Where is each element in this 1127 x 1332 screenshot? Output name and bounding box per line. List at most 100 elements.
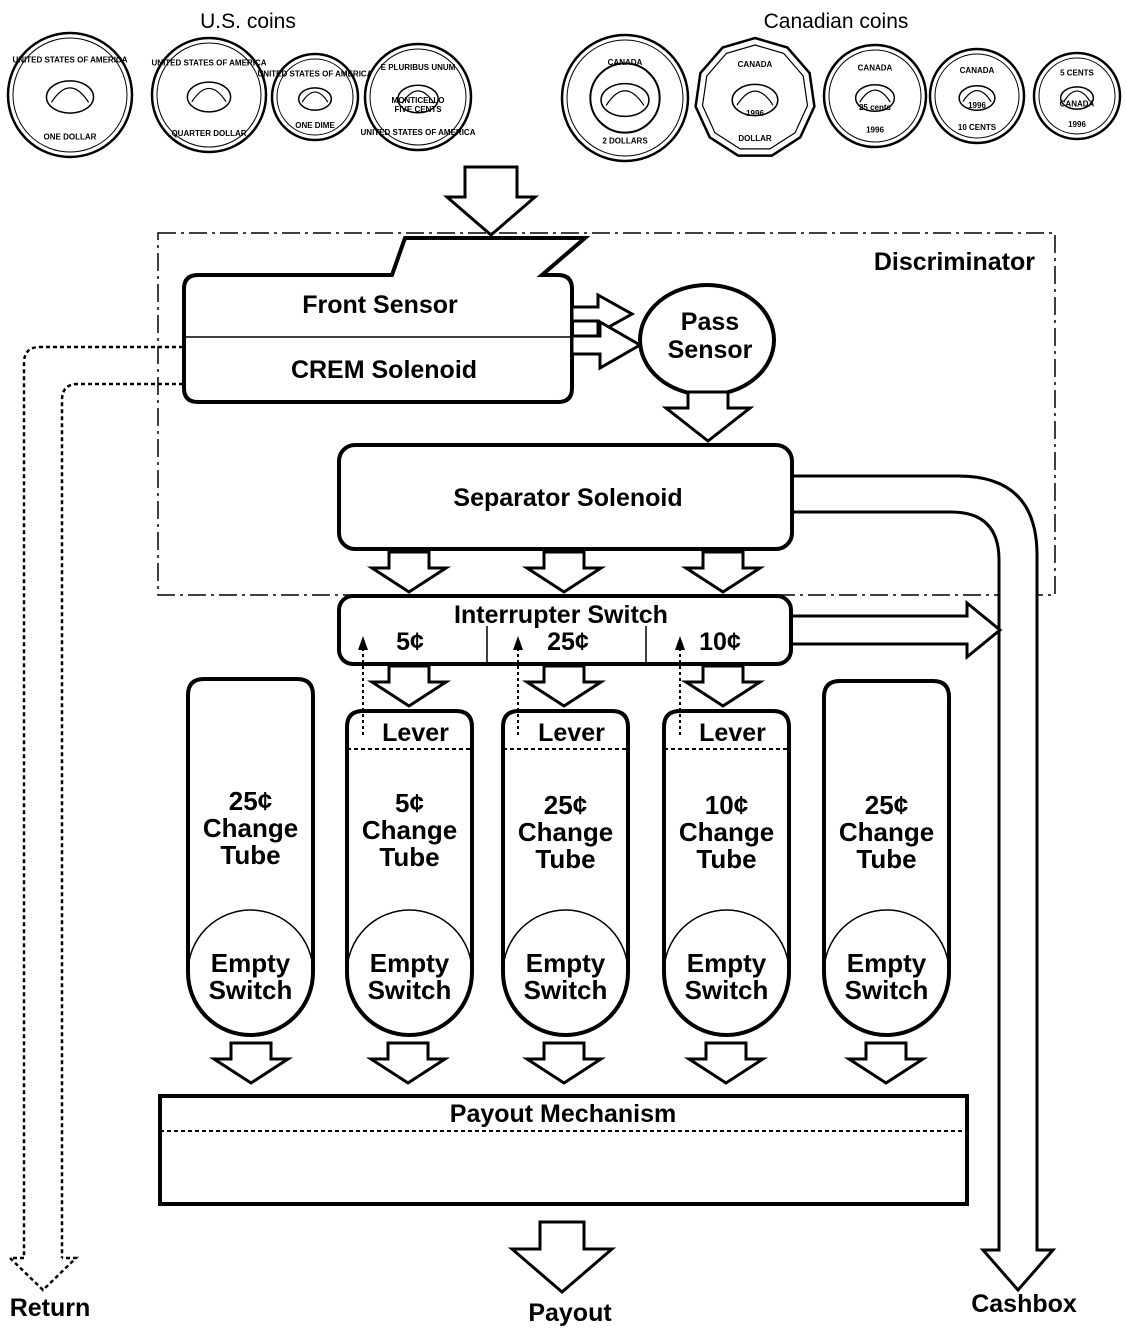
us-nickel-coin-text: E PLURIBUS UNUM (381, 63, 456, 72)
tube-denomination-2: 5¢ (395, 788, 424, 818)
crem-to-pass-arrow (570, 319, 644, 371)
front-sensor-block (182, 236, 591, 404)
empty-switch-label-1: Empty (211, 948, 291, 978)
lever-feedback-head-3 (675, 636, 685, 650)
tube-denomination-1: 25¢ (229, 786, 272, 816)
interrupter-arrow-2 (521, 664, 607, 708)
us-nickel-coin-motif-icon (397, 84, 439, 114)
separator-solenoid-label: Separator Solenoid (453, 484, 682, 512)
empty-switch-label-3: Empty (526, 948, 606, 978)
discriminator-region (157, 232, 1056, 596)
interrupter-arrow-1 (366, 664, 452, 708)
separator-arrow-1 (366, 550, 452, 594)
separator-solenoid (337, 443, 794, 551)
pass-to-separator-arrow (661, 390, 755, 443)
tube-change-label-3: Change (518, 817, 613, 847)
tube-change-label-4: Change (679, 817, 774, 847)
us-dollar-coin-motif-icon (45, 80, 95, 114)
ca-quarter-coin-motif-icon (854, 83, 896, 113)
lever-feedback-arrows (358, 636, 685, 735)
lever-label-2: Lever (382, 719, 449, 747)
cashbox-pipe (790, 474, 1057, 1293)
pass-sensor-label-line1: Pass (681, 308, 739, 336)
ca-dollar-coin-text: 1996 (746, 109, 764, 118)
empty-switch-sublabel-3: Switch (524, 975, 608, 1005)
return-arrow (6, 1256, 80, 1292)
tube-denomination-3: 25¢ (544, 790, 587, 820)
interrupter-arrow-3 (680, 664, 766, 708)
us-dollar-coin-text: ONE DOLLAR (44, 133, 97, 142)
ca-nickel-coin-text: 1996 (1068, 120, 1086, 129)
empty-switch-sublabel-1: Switch (209, 975, 293, 1005)
canadian-coins-label: Canadian coins (764, 10, 909, 33)
ca-dollar-coin-motif-icon (731, 83, 779, 117)
tube-tube-label-4: Tube (696, 844, 756, 874)
cashbox-label: Cashbox (971, 1290, 1077, 1318)
front-sensor-label: Front Sensor (302, 291, 458, 319)
ca-dollar-coin-text: CANADA (738, 60, 773, 69)
discriminator-label: Discriminator (874, 248, 1035, 276)
us-dime-coin-motif-icon (297, 87, 333, 111)
tube-output-arrow-5 (843, 1041, 929, 1085)
lever-label-3: Lever (538, 719, 605, 747)
separator-arrow-2 (521, 550, 607, 594)
empty-switch-1 (187, 909, 314, 973)
tube-tube-label-5: Tube (856, 844, 916, 874)
interrupter-slot-25c: 25¢ (547, 628, 589, 656)
empty-switch-sublabel-2: Switch (368, 975, 452, 1005)
interrupter-slot-5c: 5¢ (396, 628, 424, 656)
ca-two-dollar-coin-text: CANADA (608, 58, 643, 67)
lever-feedback-head-1 (358, 636, 368, 650)
empty-switch-label-2: Empty (370, 948, 450, 978)
us-coins-label: U.S. coins (200, 10, 296, 33)
us-dime-coin-text: UNITED STATES OF AMERICA (258, 69, 373, 78)
ca-quarter-coin-text: 25 cents (859, 103, 892, 112)
empty-switch-2 (346, 909, 473, 973)
interrupter-switch-label: Interrupter Switch (454, 601, 668, 629)
tube-tube-label-3: Tube (535, 844, 595, 874)
empty-switch-label-5: Empty (847, 948, 927, 978)
return-label: Return (10, 1294, 91, 1322)
ca-quarter-coin-text: 1996 (866, 126, 884, 135)
pass-sensor-label-line2: Sensor (668, 336, 753, 364)
us-quarter-coin-text: QUARTER DOLLAR (171, 129, 246, 138)
ca-dollar-coin-text: DOLLAR (738, 134, 772, 143)
ca-dime-coin-motif-icon (958, 85, 996, 111)
tube-tube-label-1: Tube (220, 840, 280, 870)
return-path-inner (60, 382, 183, 1258)
empty-switch-sublabel-5: Switch (845, 975, 929, 1005)
interrupter-to-cashbox-arrow (783, 599, 1003, 661)
tube-output-arrows (208, 1041, 929, 1085)
ca-dime-coin-text: CANADA (960, 66, 995, 75)
ca-dime-coin-text: 10 CENTS (958, 123, 997, 132)
tube-output-arrow-3 (521, 1041, 607, 1085)
lever-feedback-head-2 (513, 636, 523, 650)
front-to-pass-arrow (570, 292, 636, 336)
payout-mechanism (158, 1094, 969, 1206)
ca-quarter-coin-text: CANADA (858, 63, 893, 72)
empty-switch-label-4: Empty (687, 948, 767, 978)
us-quarter-coin-motif-icon (186, 81, 232, 113)
crem-solenoid-label: CREM Solenoid (291, 356, 477, 384)
us-nickel-coin-text: FIVE CENTS (394, 105, 442, 114)
ca-nickel-coin-motif-icon (1059, 86, 1095, 110)
payout-label: Payout (528, 1299, 612, 1327)
tube-change-label-1: Change (203, 813, 298, 843)
tube-denomination-5: 25¢ (865, 790, 908, 820)
interrupter-slot-10c: 10¢ (699, 628, 741, 656)
interrupter-output-arrows (366, 664, 766, 708)
payout-arrow (507, 1220, 617, 1294)
payout-mechanism-label: Payout Mechanism (450, 1100, 676, 1128)
